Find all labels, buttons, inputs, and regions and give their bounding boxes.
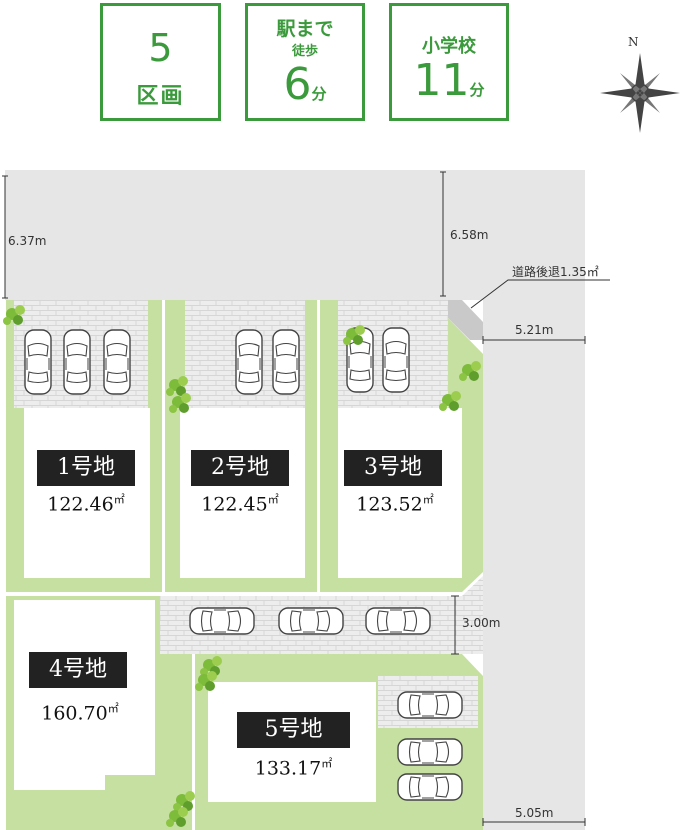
lot-2-building <box>180 408 305 578</box>
parking-car-1a <box>24 329 52 395</box>
lot-3-area-value: 123.52㎡ <box>356 493 434 516</box>
driveway-car-c <box>365 607 431 635</box>
road-east-width: 6.58m <box>450 228 489 242</box>
setback-leader-line <box>470 279 610 309</box>
parking-car-1c <box>103 329 131 395</box>
lots-count-label: 区画 <box>136 84 185 109</box>
frontage-5-width: 5.05m <box>515 806 554 820</box>
parking-car-1b <box>63 329 91 395</box>
lot-5-area-value: 133.17㎡ <box>254 757 333 780</box>
compass-rose-icon <box>600 53 680 133</box>
lot-1-area-value: 122.46㎡ <box>47 493 125 516</box>
road-west-width: 6.37m <box>8 234 47 248</box>
lot-3-label: 3号地 <box>344 450 442 486</box>
driveway-dimension-line <box>451 595 459 655</box>
walk-label: 徒歩 <box>291 44 318 59</box>
frontage-5-dimension-line <box>482 818 586 826</box>
driveway-car-b <box>278 607 344 635</box>
school-badge: 小学校 11分 <box>389 3 509 121</box>
station-minutes: 6 <box>283 59 312 110</box>
parking-car-5c <box>397 773 463 801</box>
driveway-car-a <box>189 607 255 635</box>
lot-2-label: 2号地 <box>191 450 289 486</box>
parking-car-2a <box>235 329 263 395</box>
compass-north-label: N <box>628 35 639 49</box>
lot-5-label: 5号地 <box>237 712 350 748</box>
parking-car-2b <box>272 329 300 395</box>
lot-2-area-value: 122.45㎡ <box>201 493 279 516</box>
station-label: 駅まで <box>276 18 334 40</box>
road-north <box>5 170 585 300</box>
frontage-3-width: 5.21m <box>515 323 554 337</box>
road-west-dimension-line <box>2 175 8 299</box>
lot-3-building <box>338 408 462 578</box>
lots-count-badge: 5 区画 <box>100 3 221 121</box>
road-east <box>483 170 585 830</box>
school-minutes-unit: 分 <box>469 81 485 99</box>
parking-car-5a <box>397 691 463 719</box>
frontage-3-dimension-line <box>482 336 586 344</box>
station-walk-badge: 駅まで 徒歩 6分 <box>245 3 365 121</box>
road-east-dimension-line <box>440 171 446 297</box>
lot-4-label: 4号地 <box>29 652 127 688</box>
setback-note: 道路後退1.35㎡ <box>512 265 599 279</box>
school-minutes: 11 <box>413 55 470 106</box>
station-minutes-unit: 分 <box>311 85 327 103</box>
parking-car-3b <box>382 327 410 393</box>
parking-car-5b <box>397 738 463 766</box>
lot-4-building <box>14 600 155 790</box>
driveway-width: 3.00m <box>462 616 501 630</box>
school-label: 小学校 <box>422 36 476 57</box>
lot-4-area-value: 160.70㎡ <box>41 702 119 725</box>
lot-1-label: 1号地 <box>37 450 135 486</box>
setback-area <box>444 300 483 340</box>
lot-1-building <box>24 408 150 578</box>
lots-count-number: 5 <box>148 26 173 70</box>
